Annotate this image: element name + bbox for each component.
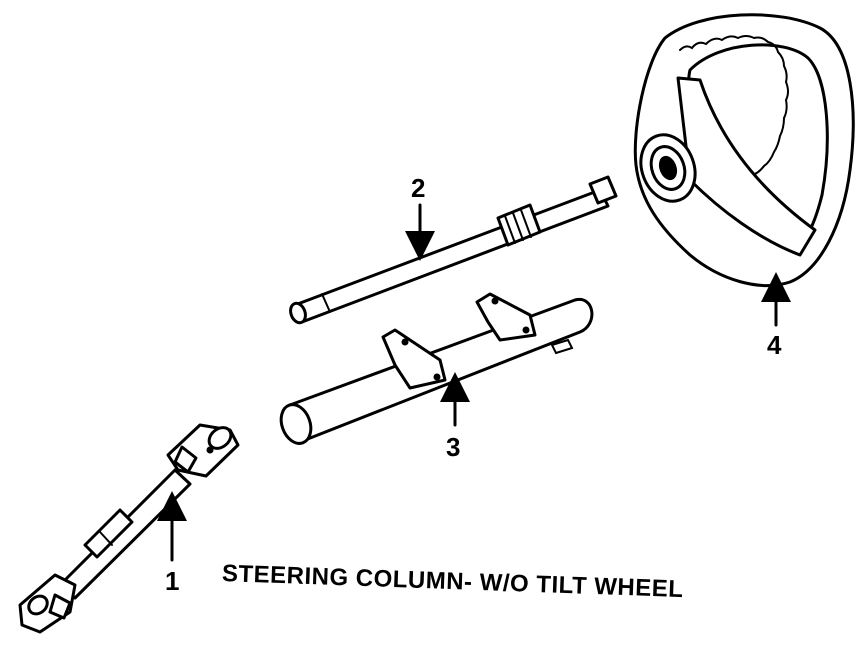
column-jacket-icon	[279, 292, 594, 445]
callout-1: 1	[165, 566, 179, 596]
callout-leaders	[157, 203, 791, 562]
steering-wheel-icon	[633, 13, 855, 287]
callout-3: 3	[446, 432, 460, 462]
steering-shaft-icon	[289, 175, 618, 325]
callout-2: 2	[411, 173, 425, 203]
intermediate-shaft-with-universal-joints-icon	[18, 423, 240, 634]
callout-4: 4	[767, 330, 782, 360]
